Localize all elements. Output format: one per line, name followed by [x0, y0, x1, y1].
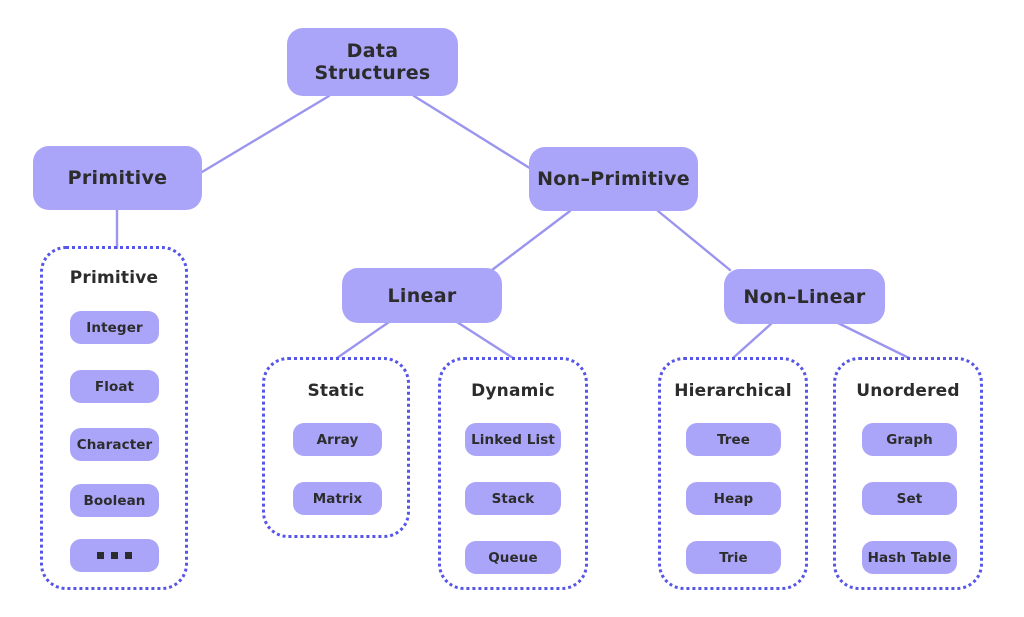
node-primitive[interactable]: Primitive: [33, 146, 202, 210]
group-primitive: [40, 246, 188, 590]
leaf-boolean[interactable]: Boolean: [70, 484, 159, 517]
leaf-ellipsis[interactable]: [70, 539, 159, 572]
leaf-array[interactable]: Array: [293, 423, 382, 456]
leaf-float[interactable]: Float: [70, 370, 159, 403]
leaf-hash-table[interactable]: Hash Table: [862, 541, 957, 574]
node-non-primitive[interactable]: Non–Primitive: [529, 147, 698, 211]
group-static-title: Static: [307, 381, 365, 401]
leaf-linked-list[interactable]: Linked List: [465, 423, 561, 456]
edge-nonlinear-hierarchical: [731, 321, 774, 360]
leaf-graph[interactable]: Graph: [862, 423, 957, 456]
group-dynamic-title: Dynamic: [471, 381, 555, 401]
edge-root-primitive: [200, 94, 331, 174]
leaf-heap[interactable]: Heap: [686, 482, 781, 515]
edge-nonlinear-unordered: [836, 321, 911, 360]
group-hierarchical-title: Hierarchical: [674, 381, 792, 401]
leaf-set[interactable]: Set: [862, 482, 957, 515]
group-unordered-title: Unordered: [856, 381, 960, 401]
leaf-stack[interactable]: Stack: [465, 482, 561, 515]
node-non-linear[interactable]: Non–Linear: [724, 269, 885, 324]
leaf-integer[interactable]: Integer: [70, 311, 159, 344]
ellipsis-icon: [97, 552, 132, 559]
edge-nonprimitive-linear: [490, 209, 572, 272]
edge-linear-dynamic: [455, 320, 515, 360]
node-data-structures[interactable]: Data Structures: [287, 28, 458, 96]
node-linear[interactable]: Linear: [342, 268, 502, 323]
leaf-trie[interactable]: Trie: [686, 541, 781, 574]
leaf-queue[interactable]: Queue: [465, 541, 561, 574]
group-primitive-title: Primitive: [69, 268, 159, 288]
edge-root-nonprimitive: [412, 94, 538, 174]
edge-linear-static: [335, 320, 391, 360]
edge-nonprimitive-nonlinear: [656, 209, 732, 272]
leaf-matrix[interactable]: Matrix: [293, 482, 382, 515]
leaf-tree[interactable]: Tree: [686, 423, 781, 456]
leaf-character[interactable]: Character: [70, 428, 159, 461]
